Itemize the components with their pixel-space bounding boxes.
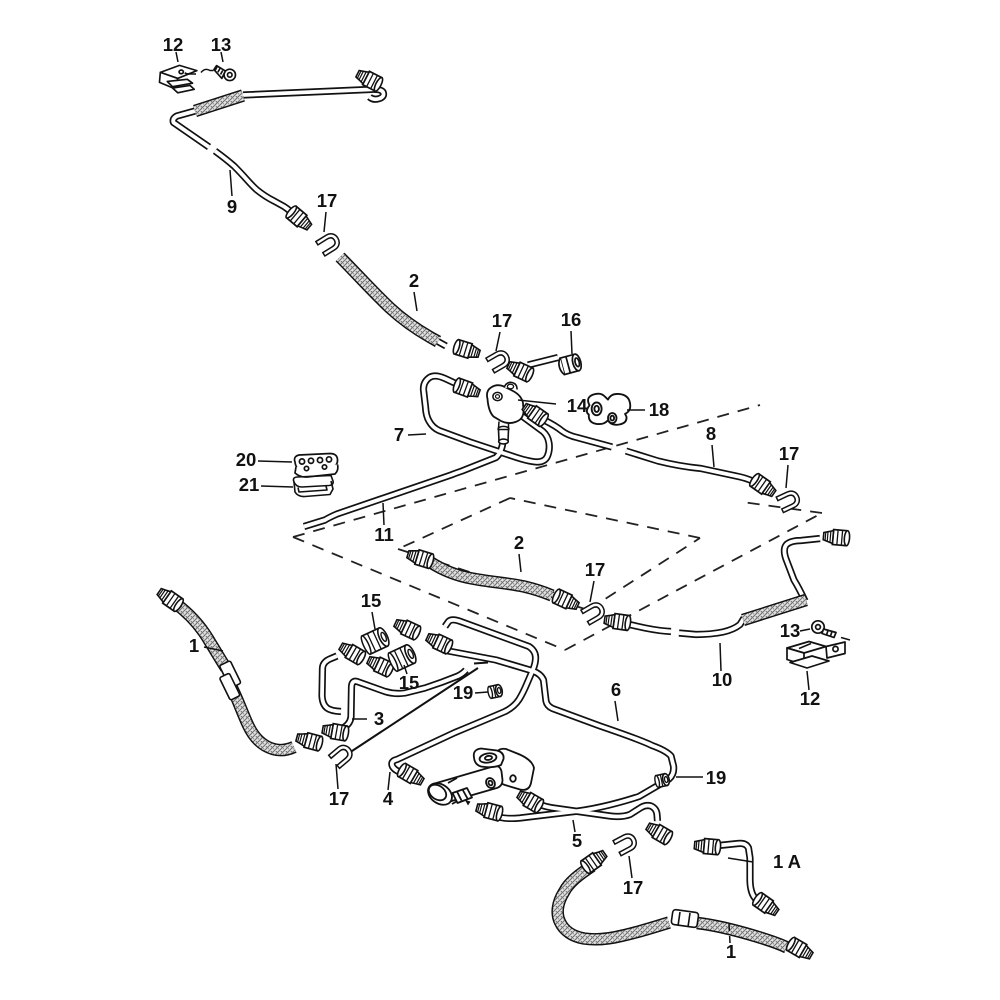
svg-text:1: 1: [189, 635, 199, 656]
svg-text:11: 11: [374, 524, 394, 545]
svg-text:1: 1: [726, 941, 736, 962]
svg-text:21: 21: [239, 474, 260, 495]
svg-text:7: 7: [394, 424, 404, 445]
svg-text:9: 9: [227, 196, 237, 217]
svg-text:17: 17: [492, 310, 513, 331]
svg-text:15: 15: [361, 590, 382, 611]
svg-text:17: 17: [317, 190, 338, 211]
svg-text:3: 3: [374, 708, 384, 729]
svg-text:5: 5: [572, 830, 582, 851]
svg-text:12: 12: [800, 688, 821, 709]
svg-text:14: 14: [567, 395, 588, 416]
svg-text:17: 17: [585, 559, 606, 580]
svg-text:13: 13: [780, 620, 801, 641]
svg-text:17: 17: [329, 788, 350, 809]
svg-text:16: 16: [561, 309, 582, 330]
svg-text:19: 19: [453, 682, 474, 703]
svg-text:12: 12: [163, 34, 184, 55]
svg-text:8: 8: [706, 423, 716, 444]
svg-text:4: 4: [383, 788, 394, 809]
svg-text:2: 2: [409, 270, 419, 291]
svg-text:17: 17: [779, 443, 800, 464]
svg-text:6: 6: [611, 679, 621, 700]
svg-text:15: 15: [399, 672, 420, 693]
svg-text:2: 2: [514, 532, 524, 553]
svg-text:10: 10: [712, 669, 733, 690]
svg-text:17: 17: [623, 877, 644, 898]
svg-text:1 A: 1 A: [773, 851, 801, 872]
svg-text:19: 19: [706, 767, 727, 788]
svg-text:13: 13: [211, 34, 232, 55]
svg-text:20: 20: [236, 449, 257, 470]
svg-text:18: 18: [649, 399, 670, 420]
